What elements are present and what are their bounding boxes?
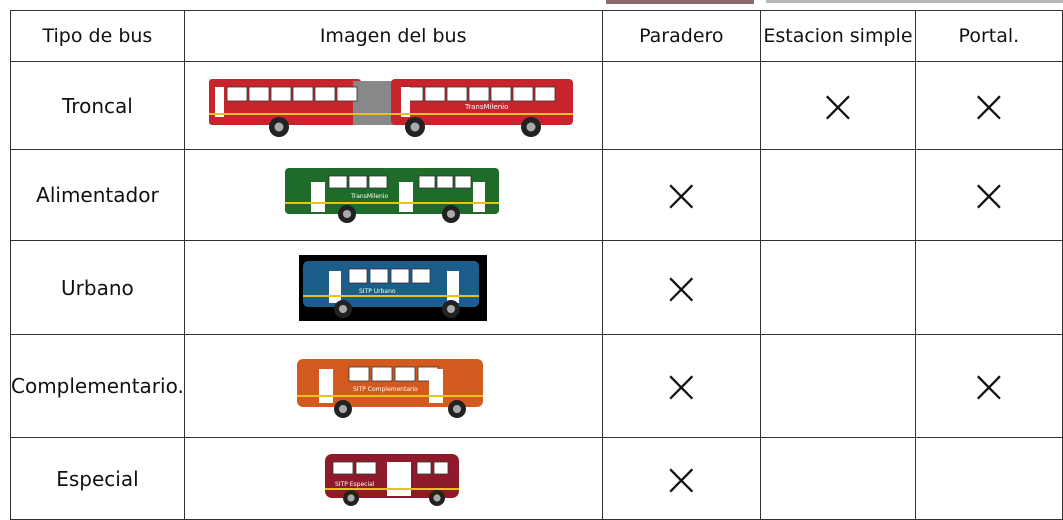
bus-image-troncal: TransMilenio <box>209 78 574 137</box>
portal-cell <box>914 240 1063 335</box>
bus-image-alimentador: TransMilenio <box>285 168 500 223</box>
paradero-cell: × <box>601 334 762 438</box>
estacion-cell <box>760 437 916 520</box>
top-fragment-right <box>766 0 1063 3</box>
x-mark-icon: × <box>662 260 701 315</box>
bus-image-cell: TransMilenio <box>183 61 603 150</box>
header-imagen: Imagen del bus <box>183 10 603 62</box>
portal-cell <box>914 437 1063 520</box>
bus-image-especial: SITP Especial <box>325 453 460 506</box>
table-header-row: Tipo de bus Imagen del bus Paradero Esta… <box>10 10 1063 62</box>
bus-image-cell: TransMilenio <box>183 149 603 241</box>
top-fragment-left <box>606 0 754 4</box>
top-edge-fragment <box>600 0 1063 4</box>
header-estacion: Estacion simple <box>760 10 916 62</box>
paradero-cell: × <box>601 240 762 335</box>
estacion-cell <box>760 334 916 438</box>
svg-text:TransMilenio: TransMilenio <box>464 103 508 111</box>
svg-text:SITP Urbano: SITP Urbano <box>359 288 396 295</box>
x-mark-icon: × <box>662 359 701 413</box>
x-mark-icon: × <box>662 451 701 506</box>
paradero-cell <box>601 61 762 150</box>
paradero-cell: × <box>601 149 762 241</box>
bus-image-complementario: SITP Complementario <box>297 359 484 418</box>
bus-type-label: Complementario. <box>10 334 185 438</box>
x-mark-icon: × <box>969 359 1009 413</box>
portal-cell: × <box>914 61 1063 150</box>
bus-type-label: Especial <box>10 437 185 520</box>
table-row: Alimentador TransMilenio × × <box>10 149 1063 241</box>
table-row: Urbano SITP Urbano × <box>10 240 1063 335</box>
svg-text:TransMilenio: TransMilenio <box>350 193 389 200</box>
x-mark-icon: × <box>662 168 701 222</box>
estacion-cell: × <box>760 61 916 150</box>
header-portal: Portal. <box>914 10 1063 62</box>
paradero-cell: × <box>601 437 762 520</box>
table-row: Troncal TransMilenio × × <box>10 61 1063 150</box>
portal-cell: × <box>914 149 1063 241</box>
bus-image-urbano: SITP Urbano <box>299 254 488 321</box>
bus-type-label: Urbano <box>10 240 185 335</box>
bus-type-table: Tipo de bus Imagen del bus Paradero Esta… <box>10 10 1063 520</box>
header-paradero: Paradero <box>601 10 762 62</box>
svg-text:SITP Especial: SITP Especial <box>335 481 375 488</box>
svg-text:SITP Complementario: SITP Complementario <box>353 386 418 393</box>
estacion-cell <box>760 149 916 241</box>
table-row: Especial SITP Especial × <box>10 437 1063 520</box>
estacion-cell <box>760 240 916 335</box>
bus-image-cell: SITP Urbano <box>183 240 603 335</box>
bus-image-cell: SITP Especial <box>183 437 603 520</box>
x-mark-icon: × <box>969 78 1009 133</box>
portal-cell: × <box>914 334 1063 438</box>
x-mark-icon: × <box>818 78 858 133</box>
header-tipo: Tipo de bus <box>10 10 185 62</box>
bus-image-cell: SITP Complementario <box>183 334 603 438</box>
bus-type-label: Alimentador <box>10 149 185 241</box>
table-row: Complementario. SITP Complementario × × <box>10 334 1063 438</box>
x-mark-icon: × <box>969 168 1009 222</box>
bus-type-label: Troncal <box>10 61 185 150</box>
